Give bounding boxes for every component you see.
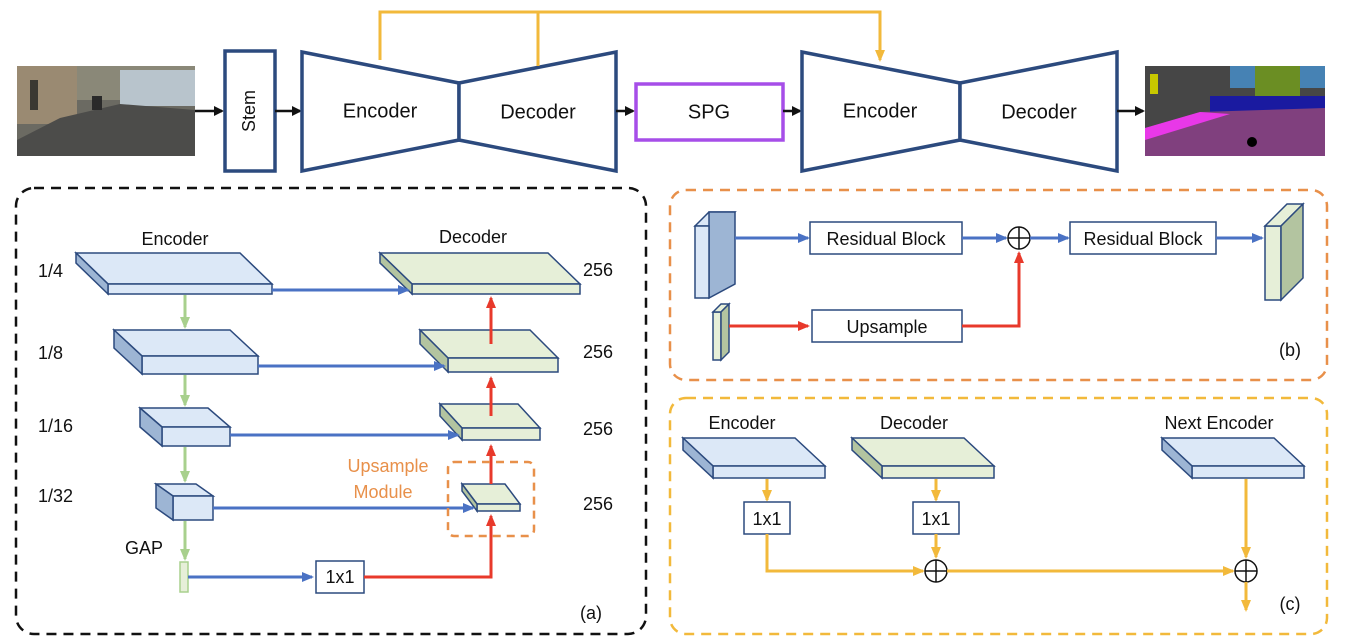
- decoder1-trapezoid: [457, 49, 618, 174]
- channel-label: 256: [583, 342, 613, 362]
- panel-b-border: [668, 188, 1329, 382]
- upsample-module-label: Upsample: [347, 456, 428, 476]
- upsample-label: Upsample: [846, 317, 927, 337]
- decoder2-label: Decoder: [1001, 101, 1077, 123]
- residual-block-1-label: Residual Block: [826, 229, 946, 249]
- channel-label: 256: [583, 419, 613, 439]
- output-segmentation-image: [1145, 66, 1325, 156]
- gap-label: GAP: [125, 538, 163, 558]
- conv1x1-box: [912, 501, 960, 535]
- spg-label: SPG: [688, 101, 730, 123]
- low-res-feature-block: [711, 302, 731, 362]
- panel-a-decoder-title: Decoder: [439, 227, 507, 247]
- decoder1-label: Decoder: [500, 101, 576, 123]
- next-encoder-feature-block: [1160, 436, 1306, 480]
- encoder-feature-block: [112, 328, 260, 376]
- upsample-module-label: Module: [353, 482, 412, 502]
- conv1x1-box: [743, 501, 791, 535]
- input-street-image: [17, 66, 195, 156]
- skip-connection-arrow: [378, 10, 540, 66]
- conv1x1-box: [315, 560, 365, 594]
- input-feature-block: [693, 211, 737, 300]
- encoder-feature-block: [681, 436, 827, 480]
- panel-c-next-encoder-title: Next Encoder: [1164, 413, 1273, 433]
- panel-a-border: [14, 186, 648, 636]
- decoder2-trapezoid: [958, 49, 1119, 174]
- residual-block-1: [809, 221, 963, 255]
- residual-block-2: [1069, 221, 1217, 255]
- encoder-feature-block: [153, 482, 216, 522]
- spg-box: [634, 82, 785, 142]
- channel-label: 256: [583, 260, 613, 280]
- panel-c-border: [668, 396, 1329, 636]
- add-icon: [1007, 226, 1031, 250]
- encoder2-label: Encoder: [843, 100, 918, 122]
- conv1x1-label: 1x1: [921, 509, 950, 529]
- decoder-feature-block: [378, 251, 582, 296]
- output-feature-block: [1263, 202, 1305, 302]
- scale-label: 1/8: [38, 343, 63, 363]
- panel-b-caption: (b): [1279, 340, 1301, 360]
- add-icon: [1234, 559, 1258, 583]
- panel-c-decoder-title: Decoder: [880, 413, 948, 433]
- residual-block-2-label: Residual Block: [1083, 229, 1203, 249]
- encoder-feature-block: [137, 406, 233, 448]
- panel-c-encoder-title: Encoder: [708, 413, 775, 433]
- scale-label: 1/4: [38, 261, 63, 281]
- stem-box: [223, 49, 277, 173]
- stem-label: Stem: [239, 90, 259, 132]
- decoder-feature-block: [850, 436, 996, 480]
- upsample-box: [811, 309, 963, 343]
- scale-label: 1/32: [38, 486, 73, 506]
- add-icon: [924, 559, 948, 583]
- scale-label: 1/16: [38, 416, 73, 436]
- panel-a-encoder-title: Encoder: [141, 229, 208, 249]
- encoder-feature-block: [74, 251, 274, 296]
- conv1x1-label: 1x1: [752, 509, 781, 529]
- conv1x1-label: 1x1: [325, 567, 354, 587]
- panel-c-caption: (c): [1280, 594, 1301, 614]
- gap-vector: [179, 561, 189, 593]
- encoder1-label: Encoder: [343, 100, 418, 122]
- panel-a-caption: (a): [580, 603, 602, 623]
- channel-label: 256: [583, 494, 613, 514]
- upsample-module-box: [446, 460, 536, 538]
